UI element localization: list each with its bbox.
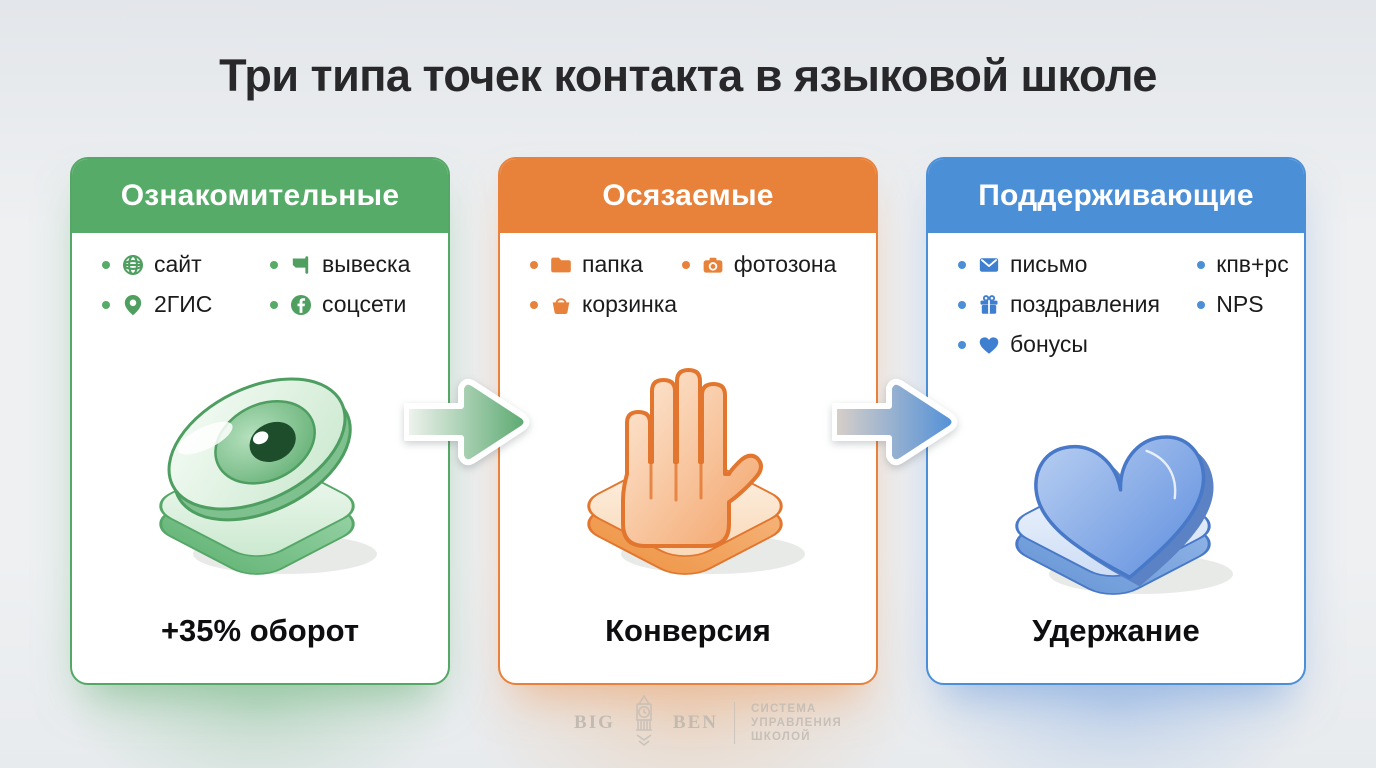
- list-item: NPS: [1197, 291, 1288, 318]
- logo-divider: [733, 702, 735, 744]
- camera-icon: [701, 253, 725, 277]
- list-item-label: папка: [582, 251, 644, 277]
- bullet-dot: [270, 300, 278, 309]
- bullet-dot: [681, 260, 690, 269]
- list-item: корзинка: [530, 291, 678, 318]
- arrow-right-icon: [832, 378, 958, 466]
- card-introductory-items: сайт вывеска: [72, 233, 448, 318]
- card-tangible-header: Осязаемые: [500, 159, 876, 233]
- bullet-dot: [270, 260, 278, 269]
- bullet-dot: [102, 260, 110, 269]
- list-item-label: NPS: [1216, 291, 1264, 317]
- bullet-dot: [958, 300, 966, 309]
- card-introductory-metric: +35% оборот: [160, 613, 360, 648]
- card-supporting-items: письмо кпв+рс поздравления: [928, 233, 1304, 358]
- list-item-label: корзинка: [582, 291, 678, 317]
- bullet-dot: [1197, 260, 1206, 269]
- bullet-dot: [102, 300, 110, 309]
- card-tangible-items: папка фотозона: [500, 233, 876, 318]
- list-item-label: письмо: [1010, 251, 1088, 277]
- bullet-dot: [530, 300, 538, 309]
- hand-3d-icon: [500, 320, 876, 613]
- cards-row: Ознакомительные сайт: [70, 157, 1306, 685]
- card-supporting-header: Поддерживающие: [928, 159, 1304, 233]
- heart-icon: [977, 333, 1001, 357]
- card-tangible-metric: Конверсия: [605, 613, 771, 648]
- list-item: соцсети: [270, 291, 432, 318]
- bullet-dot: [1197, 300, 1206, 309]
- list-item: вывеска: [270, 251, 432, 278]
- list-item-label: кпв+рс: [1216, 251, 1289, 277]
- card-supporting: Поддерживающие письмо кпв+рс: [926, 157, 1306, 685]
- footer-logo: BIG BEN СИСТЕМА УПРАВЛЕНИЯ ШКОЛОЙ: [574, 694, 842, 752]
- list-item: бонусы: [958, 331, 1191, 358]
- logo-tagline: СИСТЕМА УПРАВЛЕНИЯ ШКОЛОЙ: [750, 703, 842, 743]
- list-item: папка: [530, 251, 676, 278]
- map-pin-icon: [121, 293, 145, 317]
- big-ben-tower-icon: [635, 694, 652, 747]
- list-item-label: сайт: [154, 251, 202, 277]
- card-introductory-header: Ознакомительные: [72, 159, 448, 233]
- card-introductory: Ознакомительные сайт: [70, 157, 450, 685]
- brand-text-left: BIG: [574, 712, 615, 733]
- list-item: письмо: [958, 251, 1191, 278]
- list-item-label: вывеска: [322, 251, 411, 277]
- list-item-label: бонусы: [1010, 331, 1088, 357]
- eye-3d-icon: [72, 320, 448, 613]
- list-item: поздравления: [958, 291, 1191, 318]
- gift-icon: [977, 293, 1001, 317]
- bullet-dot: [958, 340, 966, 349]
- bullet-dot: [530, 260, 538, 269]
- heart-3d-icon: [928, 360, 1304, 613]
- page-title: Три типа точек контакта в языковой школе: [219, 50, 1157, 101]
- list-item: 2ГИС: [102, 291, 264, 318]
- arrow-right-icon: [404, 378, 530, 466]
- list-item-label: фотозона: [733, 251, 837, 277]
- folder-icon: [549, 253, 573, 277]
- list-item: сайт: [102, 251, 264, 278]
- list-item: кпв+рс: [1197, 251, 1289, 278]
- facebook-icon: [289, 293, 313, 317]
- list-item-label: поздравления: [1010, 291, 1160, 317]
- basket-icon: [549, 293, 573, 317]
- signboard-icon: [289, 253, 313, 277]
- brand-text-right: BEN: [672, 712, 718, 733]
- globe-icon: [121, 253, 145, 277]
- list-item-label: 2ГИС: [154, 291, 213, 317]
- card-tangible: Осязаемые папка: [498, 157, 878, 685]
- envelope-icon: [977, 253, 1001, 277]
- list-item-label: соцсети: [322, 291, 407, 317]
- list-item: фотозона: [681, 251, 860, 278]
- bullet-dot: [958, 260, 966, 269]
- card-supporting-metric: Удержание: [1032, 613, 1200, 648]
